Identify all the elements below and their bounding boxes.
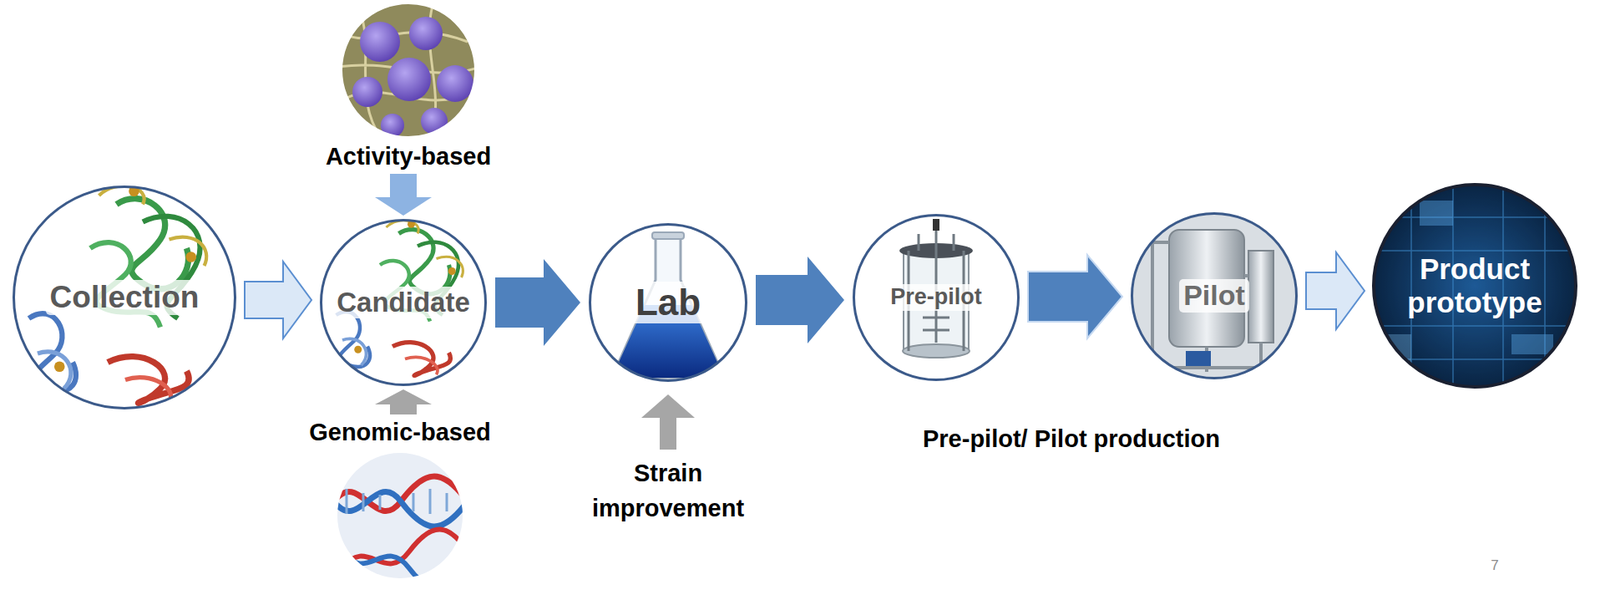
node-text: Collection (45, 279, 204, 316)
page-number: 7 (1478, 556, 1512, 575)
activity-image-node: Activity-based (299, 3, 517, 171)
collection-circle: Collection (12, 185, 237, 410)
prepilot-circle: Pre-pilot (852, 213, 1020, 381)
block-arrow (1027, 254, 1123, 339)
block-arrow (374, 389, 432, 415)
production-label: Pre-pilot/ Pilot production (870, 421, 1272, 456)
block-arrow (244, 261, 312, 339)
image-spacer (404, 3, 413, 137)
block-arrow (755, 256, 845, 344)
product-circle: Product prototype (1372, 183, 1577, 388)
block-arrow (495, 258, 581, 346)
image-label: Activity-based (325, 141, 492, 171)
node-text: Pre-pilot (886, 283, 987, 310)
node-text: Candidate (332, 286, 475, 319)
block-arrow (374, 173, 432, 216)
image-label: Genomic-based (308, 417, 492, 446)
strain-arrow (641, 394, 695, 450)
candidate-circle: Candidate (319, 218, 487, 386)
strain-label: Strain improvement (559, 455, 777, 526)
node-text: Product prototype (1387, 252, 1563, 320)
node-text: Lab (631, 281, 705, 325)
block-arrow (1306, 252, 1365, 330)
lab-circle: Lab (588, 222, 748, 382)
genomic-image-node: Genomic-based (291, 417, 509, 578)
pilot-circle: Pilot (1130, 212, 1298, 380)
image-spacer (395, 452, 405, 578)
node-text: Pilot (1179, 278, 1250, 312)
